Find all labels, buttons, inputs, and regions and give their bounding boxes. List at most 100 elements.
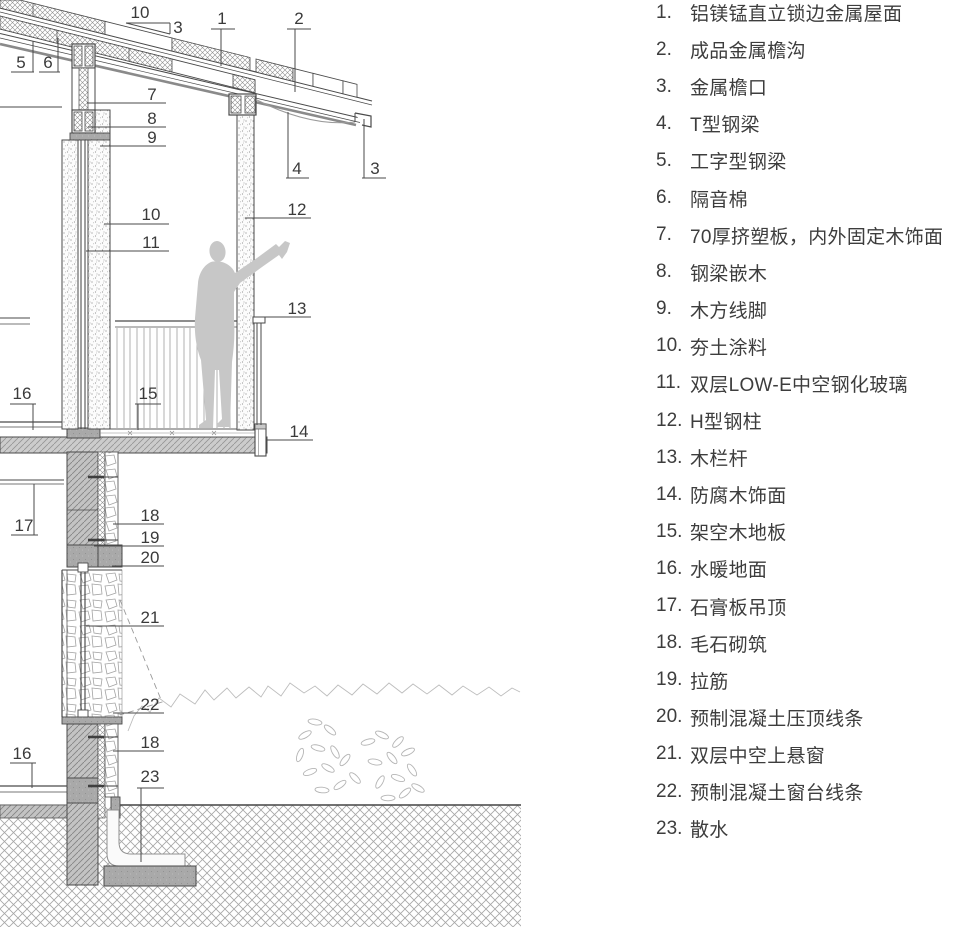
svg-text:14: 14 [290,422,309,441]
legend-item-text: 钢梁嵌木 [690,263,768,285]
legend-item: 12. H型钢柱 [656,402,958,439]
svg-text:6: 6 [43,53,52,72]
legend-item: 19. 拉筋 [656,662,958,699]
legend-item-number: 10. [656,335,683,357]
lower-wall [61,451,163,725]
callout-18-lower: 18 [113,733,164,752]
flower-cluster [295,718,425,802]
svg-text:2: 2 [294,9,303,28]
legend-item: 1. 铝镁锰直立锁边金属屋面 [656,0,958,31]
svg-text:23: 23 [141,767,160,786]
legend-item-text: 双层LOW-E中空钢化玻璃 [690,374,908,396]
svg-text:21: 21 [141,608,160,627]
svg-text:5: 5 [16,53,25,72]
legend-item-number: 6. [656,187,672,209]
callout-8: 8 [88,109,166,128]
svg-text:8: 8 [147,109,156,128]
rammed-earth-outer [61,139,79,430]
legend-item: 8.钢梁嵌木 [656,254,958,291]
callout-15: 15 [135,384,161,430]
legend-item-number: 21. [656,743,683,765]
callout-5: 5 [11,41,34,73]
legend-item-number: 5. [656,149,672,171]
legend-item-text: 预制混凝土窗台线条 [690,783,864,805]
svg-text:12: 12 [288,200,307,219]
raised-wood-deck [99,428,257,438]
legend-item: 21.双层中空上悬窗 [656,736,958,773]
callout-3: 3 [362,119,386,179]
legend-item-number: 14. [656,483,683,505]
beam-bottom-line [0,42,357,127]
legend-item-number: 18. [656,632,683,654]
legend-item-text: 隔音棉 [690,189,748,211]
legend-item-text: 架空木地板 [690,523,787,545]
legend-item-text: 毛石砌筑 [690,634,768,656]
svg-text:16: 16 [13,384,32,403]
legend-item-number: 4. [656,112,672,134]
wood-railing-post [252,316,266,425]
legend-item-text: 铝镁锰直立锁边金属屋面 [690,4,903,26]
legend-item: 14. 防腐木饰面 [656,476,958,513]
svg-text:10: 10 [142,205,161,224]
precast-coping [97,544,123,568]
legend-item-number: 2. [656,38,672,60]
legend-item-number: 1. [656,1,672,23]
legend-item-text: T型钢梁 [690,115,760,137]
callout-14: 14 [267,422,313,441]
svg-text:22: 22 [141,695,160,714]
legend-item-text: 工字型钢梁 [690,152,787,174]
callout-9: 9 [100,128,166,147]
legend-item-number: 3. [656,75,672,97]
svg-text:4: 4 [292,159,301,178]
svg-text:16: 16 [13,744,32,763]
person-silhouette [194,241,290,428]
legend-item: 22. 预制混凝土窗台线条 [656,773,958,810]
xps-core [78,67,89,111]
legend-item-number: 9. [656,298,672,320]
callout-6: 6 [39,38,60,73]
callout-4: 4 [286,112,309,179]
callout-11: 11 [86,233,169,252]
legend-item-number: 23. [656,817,683,839]
splash-apron [103,809,197,887]
svg-text:7: 7 [147,85,156,104]
section-drawing: 10 3 1 2 5 6 7 8 9 4 3 10 11 12 13 14 15… [0,0,521,927]
callout-13: 13 [264,299,311,318]
legend-item-number: 22. [656,780,683,802]
legend-item-number: 20. [656,706,683,728]
svg-text:9: 9 [147,128,156,147]
legend-item-text: 石膏板吊顶 [690,597,787,619]
tie-bars [88,735,118,788]
legend-item-number: 19. [656,669,683,691]
callout-19: 19 [94,528,164,547]
wood-fascia [254,423,267,457]
rammed-earth-inner [87,109,111,430]
callout-10: 10 [104,205,169,225]
legend-item: 7.70厚挤塑板，内外固定木饰面 [656,217,958,254]
roof-assembly [0,0,373,128]
callout-20: 20 [112,548,164,567]
legend-item-text: H型钢柱 [690,412,762,434]
legend-item-text: 防腐木饰面 [690,486,787,508]
legend-item: 11.双层LOW-E中空钢化玻璃 [656,365,958,402]
gutter-curve [256,99,356,124]
legend-item: 16.水暖地面 [656,550,958,587]
legend-panel: 1.铝镁锰直立锁边金属屋面 2.成品金属檐沟 3.金属檐口 4.T型钢梁 5.工… [656,0,958,847]
legend-item-number: 12. [656,409,683,431]
svg-text:13: 13 [288,299,307,318]
plant-sketch [127,682,521,802]
legend-item: 5. 工字型钢梁 [656,142,958,179]
callout-18-upper: 18 [113,506,164,525]
callout-12: 12 [245,200,311,219]
callout-16-lower: 16 [10,744,36,788]
legend-item-text: 成品金属檐沟 [690,41,806,63]
callout-7: 7 [87,85,166,104]
hopper-window [61,562,163,720]
svg-text:20: 20 [141,548,160,567]
legend-item-number: 15. [656,520,683,542]
callout-1: 1 [211,9,235,66]
legend-item-text: 拉筋 [690,671,729,693]
legend-item-text: 散水 [690,820,729,842]
legend-item: 4. T型钢梁 [656,105,958,142]
legend-item: 10.夯土涂料 [656,328,958,365]
